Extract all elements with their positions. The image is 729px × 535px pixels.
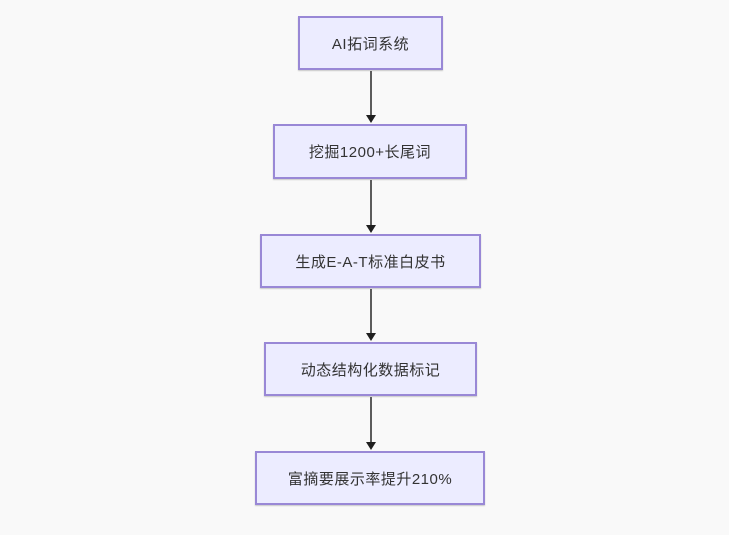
edge-arrow-2: [365, 180, 377, 233]
arrowhead-down-icon: [366, 225, 376, 233]
edge-arrow-1: [365, 71, 377, 123]
flow-node-eat-whitepaper: 生成E-A-T标准白皮书: [260, 234, 481, 288]
edge-arrow-3: [365, 289, 377, 341]
flow-node-ai-word-expansion: AI拓词系统: [298, 16, 443, 70]
flow-node-structured-data-markup: 动态结构化数据标记: [264, 342, 477, 396]
arrowhead-down-icon: [366, 333, 376, 341]
edge-arrow-4: [365, 397, 377, 450]
arrowhead-down-icon: [366, 115, 376, 123]
arrowhead-down-icon: [366, 442, 376, 450]
edge-line: [370, 71, 372, 115]
edge-line: [370, 180, 372, 225]
flow-node-longtail-mining: 挖掘1200+长尾词: [273, 124, 467, 179]
edge-line: [370, 397, 372, 442]
flow-node-rich-snippet-result: 富摘要展示率提升210%: [255, 451, 485, 505]
edge-line: [370, 289, 372, 333]
